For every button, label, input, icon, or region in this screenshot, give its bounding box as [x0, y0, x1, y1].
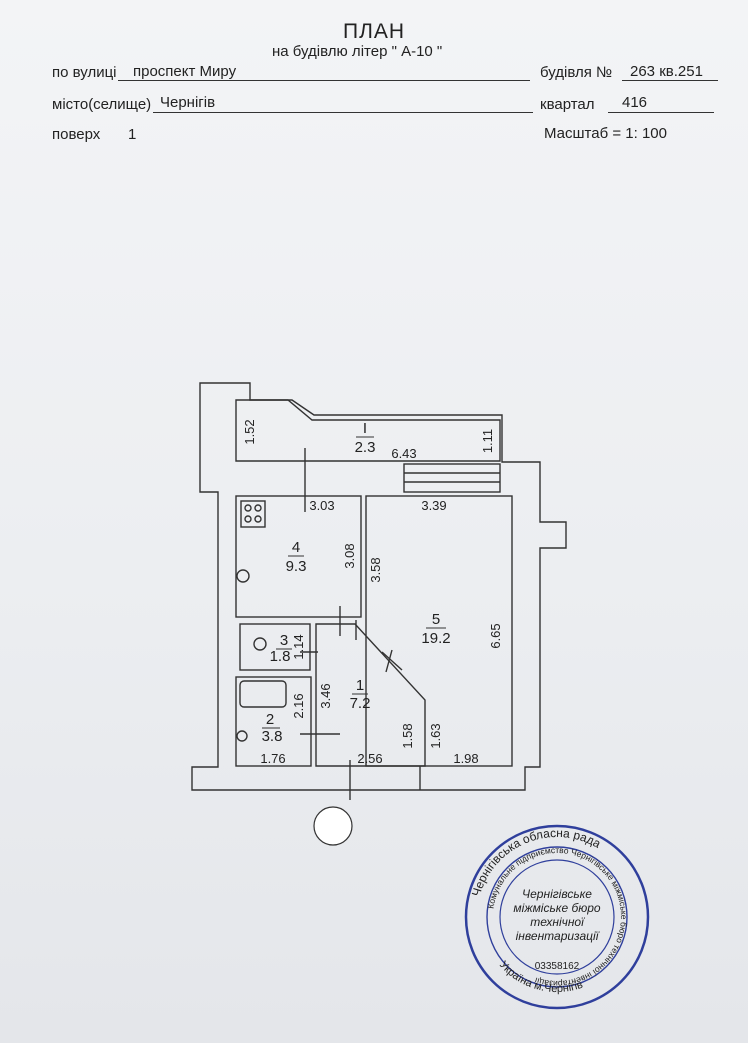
- floor-label: поверх: [52, 126, 101, 143]
- dim-3-08: 3.08: [342, 543, 357, 568]
- floor-value: 1: [128, 126, 137, 143]
- stair-block: [403, 463, 501, 493]
- washbasin-icon: [236, 730, 248, 742]
- sink-icon: [236, 569, 250, 583]
- room-1-outline: [315, 623, 426, 767]
- dim-1-58: 1.58: [400, 723, 415, 748]
- city-value: Чернігів: [160, 94, 216, 111]
- stamp-line-4: інвентаризації: [516, 929, 600, 943]
- quarter-underline: [608, 112, 714, 113]
- stamp-line-2: міжміське бюро: [513, 901, 600, 915]
- dim-1-76: 1.76: [260, 751, 285, 766]
- dim-6-43: 6.43: [391, 446, 416, 461]
- official-stamp: Чернігівська обласна рада Комунальне під…: [462, 822, 652, 1012]
- street-value: проспект Миру: [133, 63, 237, 80]
- city-underline: [153, 112, 533, 113]
- room-i-number: I: [363, 420, 367, 437]
- dim-3-39: 3.39: [421, 498, 446, 513]
- quarter-value: 416: [622, 94, 648, 111]
- dim-2-16: 2.16: [291, 693, 306, 718]
- room-3-number: 3: [280, 632, 288, 649]
- building-underline: [622, 80, 718, 81]
- building-label: будівля №: [540, 64, 613, 81]
- street-underline: [118, 80, 530, 81]
- street-label: по вулиці: [52, 64, 117, 81]
- room-3-outline: [239, 623, 311, 671]
- dim-1-63: 1.63: [428, 723, 443, 748]
- room-3-area: 1.8: [270, 648, 291, 665]
- dim-1-52: 1.52: [242, 419, 257, 444]
- dim-2-56: 2.56: [357, 751, 382, 766]
- stamp-line-1: Чернігівське: [522, 887, 592, 901]
- room-2-outline: [235, 676, 312, 767]
- building-value: 263 кв.251: [630, 63, 703, 80]
- document-title: ПЛАН: [342, 20, 406, 43]
- room-4-outline: [235, 495, 362, 618]
- room-5-outline: [365, 495, 513, 767]
- dim-3-58: 3.58: [368, 557, 383, 582]
- dim-1-98: 1.98: [453, 751, 478, 766]
- scale-label: Масштаб = 1: 100: [544, 125, 667, 142]
- room-2-number: 2: [266, 711, 274, 728]
- room-1-area: 7.2: [350, 695, 371, 712]
- stove-icon: [240, 500, 266, 528]
- room-i-outline: [235, 399, 501, 462]
- document-subtitle: на будівлю літер " А-10 ": [272, 43, 443, 60]
- toilet-icon: [253, 637, 267, 651]
- room-1-number: 1: [356, 677, 364, 694]
- dim-1-11: 1.11: [480, 429, 495, 453]
- dim-3-03: 3.03: [309, 498, 334, 513]
- room-2-area: 3.8: [262, 728, 283, 745]
- entrance-mark: [313, 806, 353, 846]
- bathtub-icon: [239, 680, 287, 708]
- dim-3-46: 3.46: [318, 683, 333, 708]
- dim-6-65: 6.65: [488, 623, 503, 648]
- dim-1-14: 1.14: [291, 634, 306, 659]
- room-5-number: 5: [432, 611, 440, 628]
- outer-wall: [191, 382, 567, 791]
- stamp-line-3: технічної: [530, 915, 585, 929]
- city-label: місто(селище): [52, 96, 152, 113]
- room-5-area: 19.2: [421, 630, 450, 647]
- stamp-code: 03358162: [535, 961, 580, 972]
- quarter-label: квартал: [540, 96, 595, 113]
- room-i-area: 2.3: [355, 439, 376, 456]
- room-4-area: 9.3: [286, 558, 307, 575]
- room-4-number: 4: [292, 539, 300, 556]
